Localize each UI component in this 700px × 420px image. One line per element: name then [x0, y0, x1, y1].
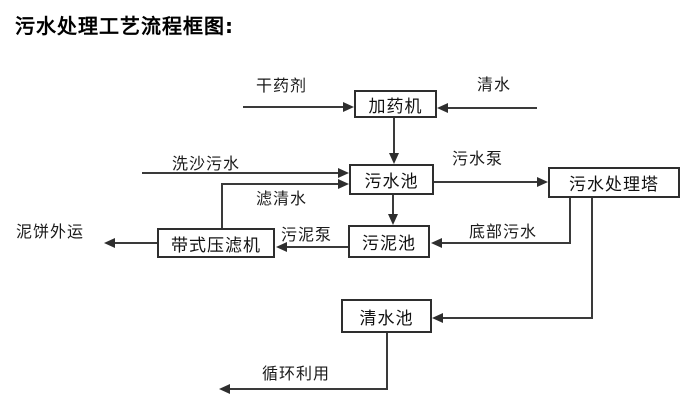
node-sludge-pool: 污泥池 [348, 225, 430, 258]
edge-sand-washing-arrowhead-icon [338, 168, 349, 178]
flow-label-recycling: 循环利用 [262, 364, 331, 383]
edge-sludge-pump-line [287, 246, 348, 248]
flow-label-bottom-sewage: 底部污水 [469, 222, 538, 241]
flow-label-sewage-pump: 污水泵 [452, 149, 504, 168]
edge-tower-to-clear-pool-vline [591, 198, 593, 319]
edge-filtered-water-arrowhead-icon [338, 179, 349, 189]
node-belt-filter-press: 带式压滤机 [157, 228, 275, 258]
flow-label-filtered-water: 滤清水 [256, 189, 308, 208]
edge-tower-to-clear-pool-hline [443, 317, 593, 319]
edge-sewage-to-sludge-arrowhead-icon [388, 214, 398, 225]
node-sewage-treatment-tower: 污水处理塔 [548, 167, 680, 198]
edge-sewage-pump-line [434, 181, 537, 183]
node-sewage-pool: 污水池 [349, 164, 434, 195]
edge-filtered-water-vline [221, 184, 223, 228]
edge-clear-water-line [448, 107, 537, 109]
edge-sludge-pump-arrowhead-icon [276, 242, 287, 252]
edge-recycling-hline [230, 388, 388, 390]
edge-mud-cake-arrowhead-icon [104, 238, 115, 248]
edge-dosing-to-sewage-line [393, 118, 395, 154]
edge-dosing-to-sewage-arrowhead-icon [389, 153, 399, 164]
edge-tower-to-clear-pool-arrowhead-icon [432, 313, 443, 323]
edge-filtered-water-hline [221, 183, 338, 185]
edge-mud-cake-line [115, 242, 157, 244]
edge-dry-agent-arrowhead-icon [343, 102, 354, 112]
edge-recycling-vline [386, 333, 388, 390]
edge-sewage-to-sludge-line [392, 195, 394, 214]
edge-bottom-sewage-vline [569, 198, 571, 244]
node-clear-water-pool: 清水池 [341, 299, 432, 333]
flow-label-dry-agent: 干药剂 [256, 76, 308, 95]
edge-bottom-sewage-arrowhead-icon [431, 238, 442, 248]
edge-bottom-sewage-hline [442, 242, 571, 244]
edge-dry-agent-line [243, 106, 343, 108]
flow-label-sludge-pump: 污泥泵 [281, 225, 333, 244]
edge-recycling-arrowhead-icon [219, 384, 230, 394]
edge-sand-washing-line [142, 172, 338, 174]
edge-clear-water-arrowhead-icon [437, 103, 448, 113]
page-title: 污水处理工艺流程框图: [15, 14, 234, 38]
flow-label-mud-cake-transport: 泥饼外运 [16, 222, 85, 241]
flow-label-sand-washing-sewage: 洗沙污水 [172, 154, 241, 173]
flow-label-clear-water: 清水 [477, 75, 512, 94]
node-dosing-machine: 加药机 [354, 90, 437, 118]
edge-sewage-pump-arrowhead-icon [537, 177, 548, 187]
